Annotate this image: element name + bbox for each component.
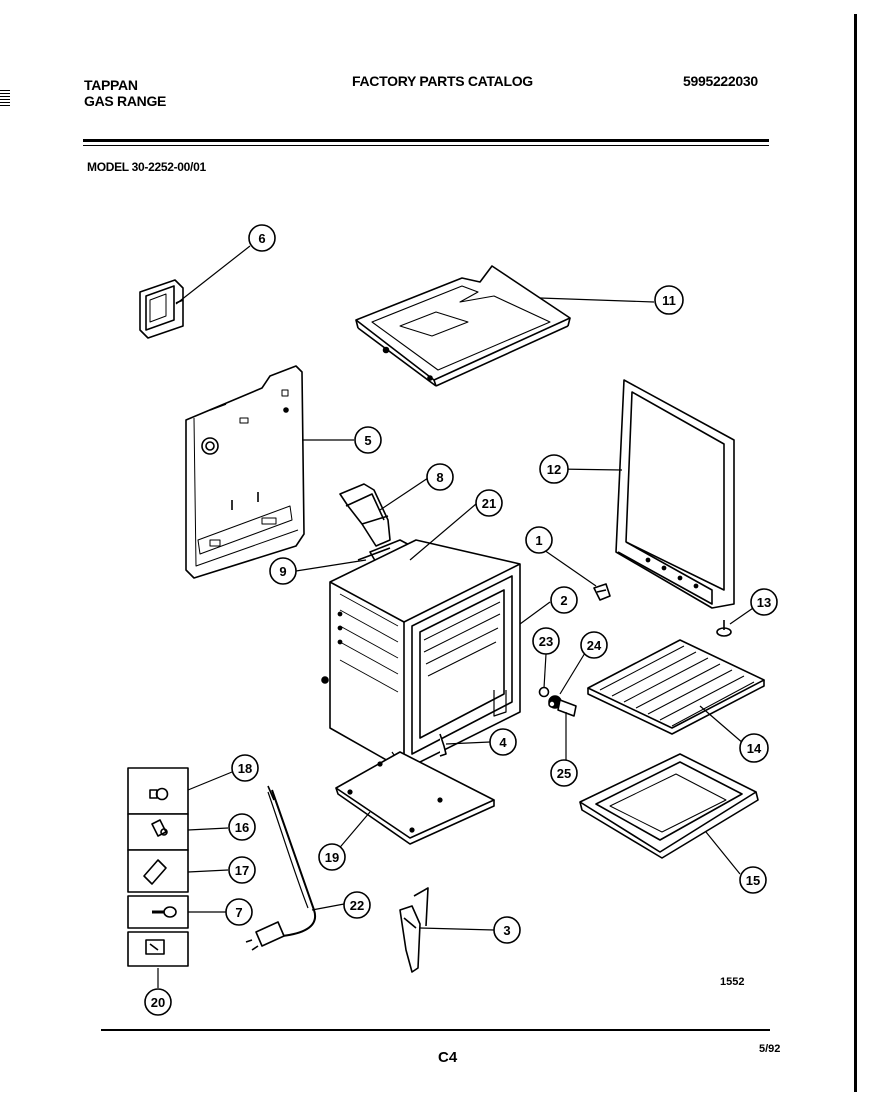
svg-text:20: 20: [151, 995, 165, 1010]
callout-22: 22: [343, 891, 371, 919]
scan-edge-marks: [0, 90, 10, 108]
callout-labels: 6 11 5 8 21 12 1 9 2 13 23 24 4 14 25 18…: [144, 224, 778, 1016]
small-parts-boxes: [127, 767, 189, 967]
model-number: MODEL 30-2252-00/01: [87, 160, 206, 174]
header-rule-thin: [83, 145, 769, 146]
leader-lines: [157, 245, 757, 988]
callout-6: 6: [248, 224, 276, 252]
part-6-bracket: [139, 279, 184, 339]
callout-24: 24: [580, 631, 608, 659]
callout-20: 20: [144, 988, 172, 1016]
brand-block: TAPPAN GAS RANGE: [84, 77, 166, 109]
callout-5: 5: [354, 426, 382, 454]
callout-4: 4: [489, 728, 517, 756]
svg-text:8: 8: [436, 470, 443, 485]
part-22-power-cord: [245, 785, 317, 951]
callout-18: 18: [231, 754, 259, 782]
callout-1: 1: [525, 526, 553, 554]
brand-name: TAPPAN: [84, 77, 138, 93]
svg-text:2: 2: [560, 593, 567, 608]
callout-23: 23: [532, 627, 560, 655]
svg-text:19: 19: [325, 850, 339, 865]
part-8-bracket: [339, 483, 391, 547]
svg-text:12: 12: [547, 462, 561, 477]
callout-21: 21: [475, 489, 503, 517]
callout-14: 14: [739, 733, 769, 763]
svg-text:7: 7: [235, 905, 242, 920]
part-23-24-25-hardware: [538, 686, 577, 717]
callout-7: 7: [225, 898, 253, 926]
svg-text:6: 6: [258, 231, 265, 246]
part-1-clip: [593, 583, 611, 601]
part-2-oven-cavity: [321, 539, 521, 771]
callout-17: 17: [228, 856, 256, 884]
page-border: [854, 14, 857, 1092]
part-19-bottom-panel: [335, 751, 495, 845]
catalog-title: FACTORY PARTS CATALOG: [352, 73, 533, 89]
callout-19: 19: [318, 843, 346, 871]
part-3-handle: [399, 887, 429, 973]
callout-8: 8: [426, 463, 454, 491]
svg-text:18: 18: [238, 761, 252, 776]
callout-11: 11: [654, 285, 684, 315]
footer-rule: [101, 1029, 770, 1031]
revision-date: 5/92: [759, 1043, 781, 1055]
part-4-bracket: [439, 733, 447, 757]
svg-text:23: 23: [539, 634, 553, 649]
svg-text:15: 15: [746, 873, 760, 888]
svg-text:11: 11: [662, 293, 676, 308]
part-12-frame: [615, 379, 735, 609]
part-14-oven-rack: [587, 639, 765, 735]
callout-15: 15: [739, 866, 767, 894]
header-rule: [83, 139, 769, 142]
svg-text:17: 17: [235, 863, 249, 878]
callout-25: 25: [550, 759, 578, 787]
figure-number: 1552: [720, 976, 745, 988]
callout-16: 16: [228, 813, 256, 841]
svg-text:16: 16: [235, 820, 249, 835]
part-5-rear-panel: [185, 365, 305, 579]
svg-text:9: 9: [279, 564, 286, 579]
part-13-knob: [716, 620, 732, 637]
part-15-broiler-pan: [579, 753, 759, 859]
svg-text:22: 22: [350, 898, 364, 913]
svg-text:21: 21: [482, 496, 496, 511]
page-number: C4: [438, 1049, 458, 1066]
svg-text:25: 25: [557, 766, 571, 781]
svg-text:5: 5: [364, 433, 371, 448]
callout-9: 9: [269, 557, 297, 585]
svg-text:14: 14: [747, 741, 762, 756]
part-11-top-panel: [355, 265, 571, 387]
svg-text:24: 24: [587, 638, 602, 653]
callout-3: 3: [493, 916, 521, 944]
svg-text:4: 4: [499, 735, 507, 750]
catalog-number: 5995222030: [683, 73, 758, 89]
callout-2: 2: [550, 586, 578, 614]
product-name: GAS RANGE: [84, 93, 167, 110]
svg-text:13: 13: [757, 595, 771, 610]
svg-text:1: 1: [535, 533, 542, 548]
callout-13: 13: [750, 588, 778, 616]
callout-12: 12: [539, 454, 569, 484]
svg-text:3: 3: [503, 923, 510, 938]
